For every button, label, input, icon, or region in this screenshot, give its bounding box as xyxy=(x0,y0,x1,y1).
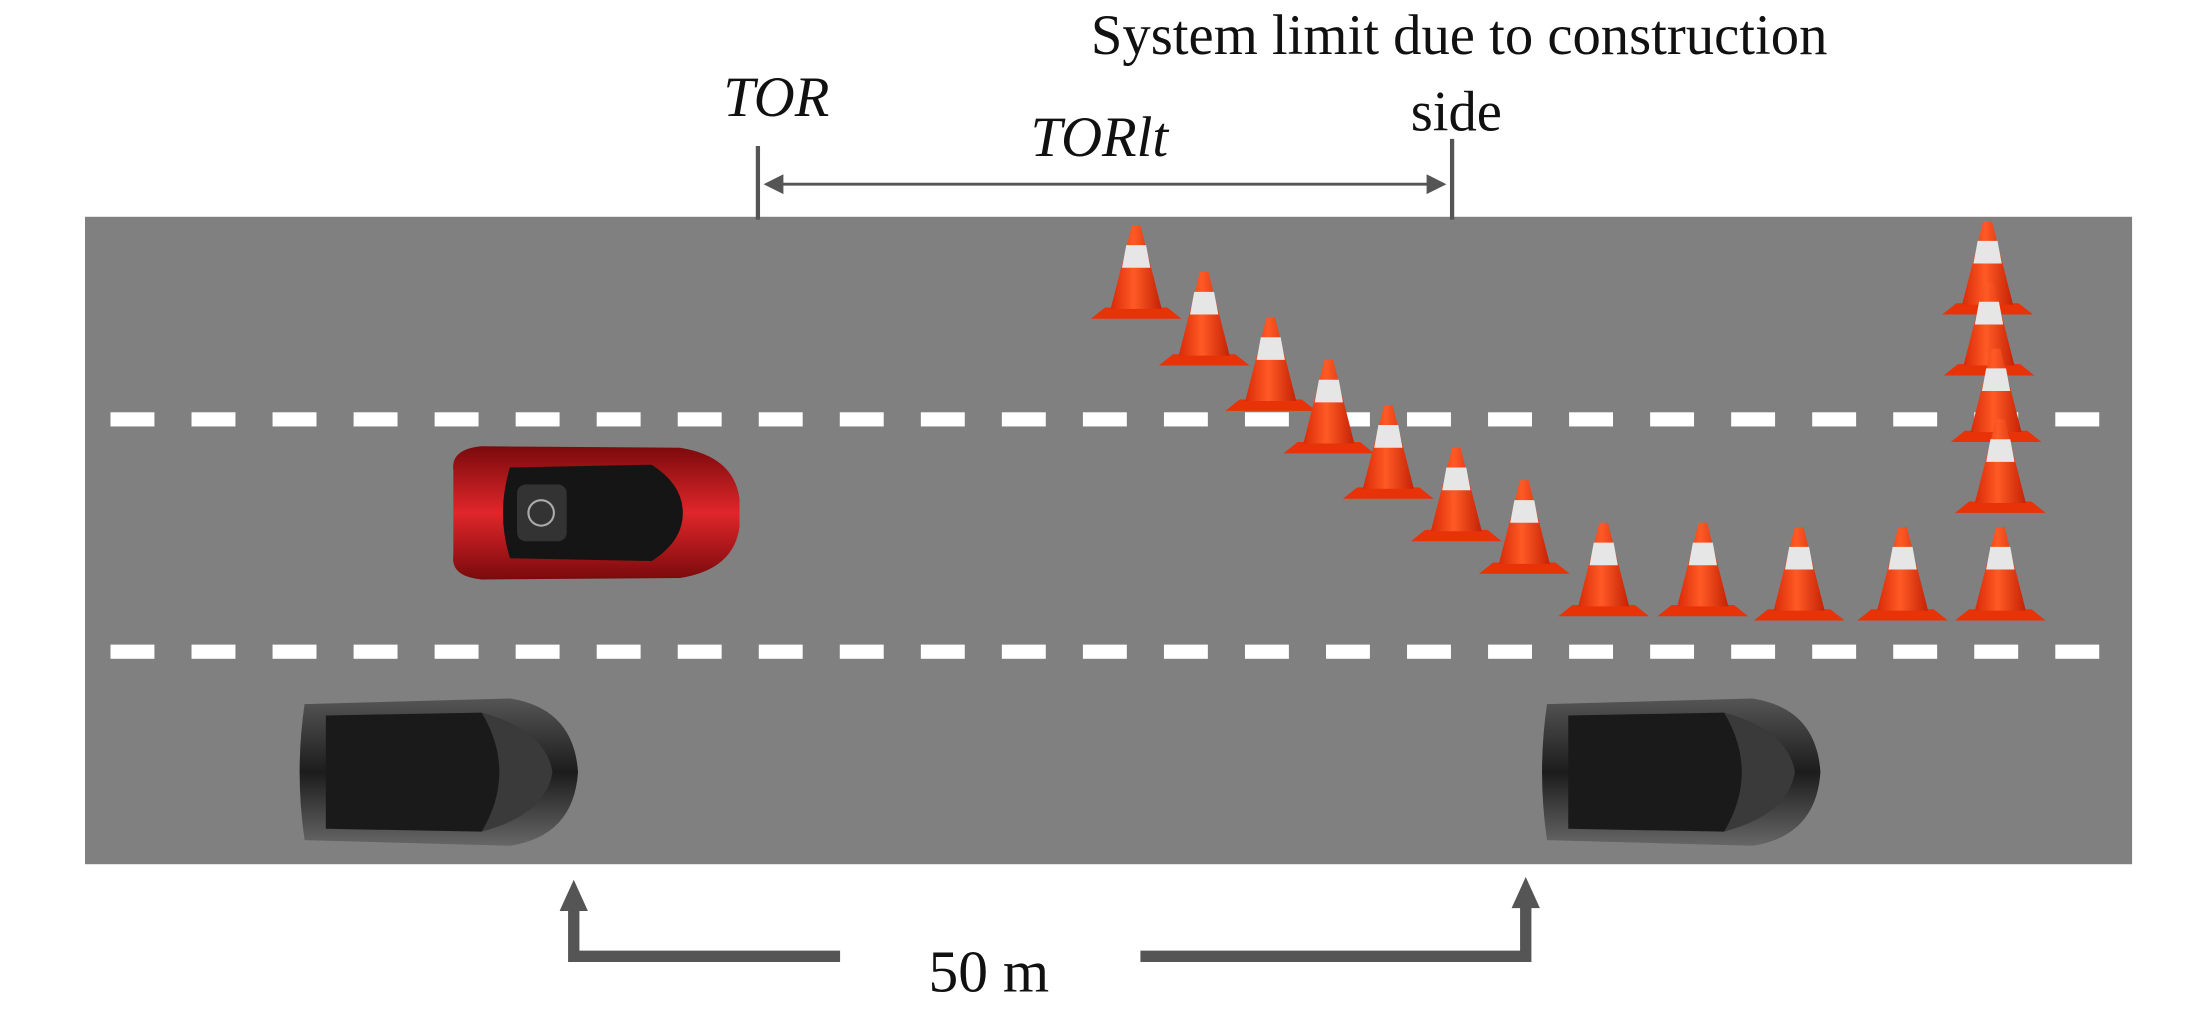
traffic-cone xyxy=(1343,405,1434,499)
lane-dash xyxy=(1163,644,1208,659)
traffic-cone xyxy=(1857,527,1948,621)
lane-dash xyxy=(758,644,803,659)
lane-dash xyxy=(1812,412,1857,427)
black-car-right xyxy=(1542,698,1821,846)
lane-dash xyxy=(515,412,560,427)
lane-dash xyxy=(191,644,236,659)
lane-dash xyxy=(110,644,155,659)
lane-dash xyxy=(515,644,560,659)
lane-dash xyxy=(1407,412,1451,427)
lane-dash xyxy=(1731,644,1776,659)
lane-dash xyxy=(677,412,722,427)
traffic-cone xyxy=(1479,480,1570,574)
lane-dash xyxy=(353,644,398,659)
lane-dash xyxy=(1731,412,1776,427)
lane-dash xyxy=(110,412,155,427)
traffic-cone xyxy=(1955,419,2046,513)
traffic-cone xyxy=(1753,527,1845,621)
lane-dash xyxy=(839,644,884,659)
lane-dash xyxy=(272,644,317,659)
torlt-dimension-arrow xyxy=(755,138,1455,220)
lane-dash xyxy=(272,412,317,427)
distance-arrow xyxy=(559,876,1540,962)
lane-dash xyxy=(1407,644,1451,659)
system-limit-label-side: side xyxy=(1411,81,1502,143)
lane-dash xyxy=(596,412,641,427)
lane-markings xyxy=(110,412,2100,659)
traffic-cone xyxy=(1558,522,1649,617)
lane-dash xyxy=(434,412,479,427)
traffic-cone xyxy=(1411,447,1502,542)
lane-dash xyxy=(1893,412,1938,427)
lane-dash xyxy=(677,644,722,659)
system-limit-label: System limit due to construction xyxy=(1091,5,1827,67)
lane-dash xyxy=(1163,412,1208,427)
traffic-cones xyxy=(1090,221,2046,621)
lane-dash xyxy=(2055,412,2100,427)
lane-dash xyxy=(1001,412,1046,427)
traffic-cone xyxy=(1283,359,1375,454)
lane-dash xyxy=(1082,644,1127,659)
torlt-label: TORlt xyxy=(1031,107,1170,169)
traffic-cone xyxy=(1657,522,1749,617)
lane-dash xyxy=(1082,412,1127,427)
lane-dash xyxy=(353,412,398,427)
lane-dash xyxy=(920,644,965,659)
lane-dash xyxy=(1650,644,1695,659)
black-car-left xyxy=(299,698,578,846)
lane-dash xyxy=(1244,644,1289,659)
red-car-ego xyxy=(453,446,740,580)
lane-dash xyxy=(1650,412,1695,427)
lane-dash xyxy=(191,412,236,427)
lane-dash xyxy=(2055,644,2100,659)
tor-label: TOR xyxy=(723,67,829,129)
lane-dash xyxy=(839,412,884,427)
lane-dash xyxy=(434,644,479,659)
traffic-cone xyxy=(1955,527,2046,621)
lane-dash xyxy=(1974,644,2019,659)
distance-label: 50 m xyxy=(929,939,1050,1005)
lane-dash xyxy=(596,644,641,659)
traffic-cone xyxy=(1225,317,1317,411)
lane-dash xyxy=(1488,412,1532,427)
traffic-cone xyxy=(1158,272,1250,366)
traffic-cone xyxy=(1090,225,1182,319)
lane-dash xyxy=(1001,644,1046,659)
lane-dash xyxy=(1326,644,1370,659)
lane-dash xyxy=(1244,412,1289,427)
lane-dash xyxy=(1812,644,1857,659)
lane-dash xyxy=(1569,412,1614,427)
lane-dash xyxy=(1569,644,1614,659)
lane-dash xyxy=(920,412,965,427)
lane-dash xyxy=(1893,644,1938,659)
lane-dash xyxy=(1488,644,1532,659)
lane-dash xyxy=(758,412,803,427)
